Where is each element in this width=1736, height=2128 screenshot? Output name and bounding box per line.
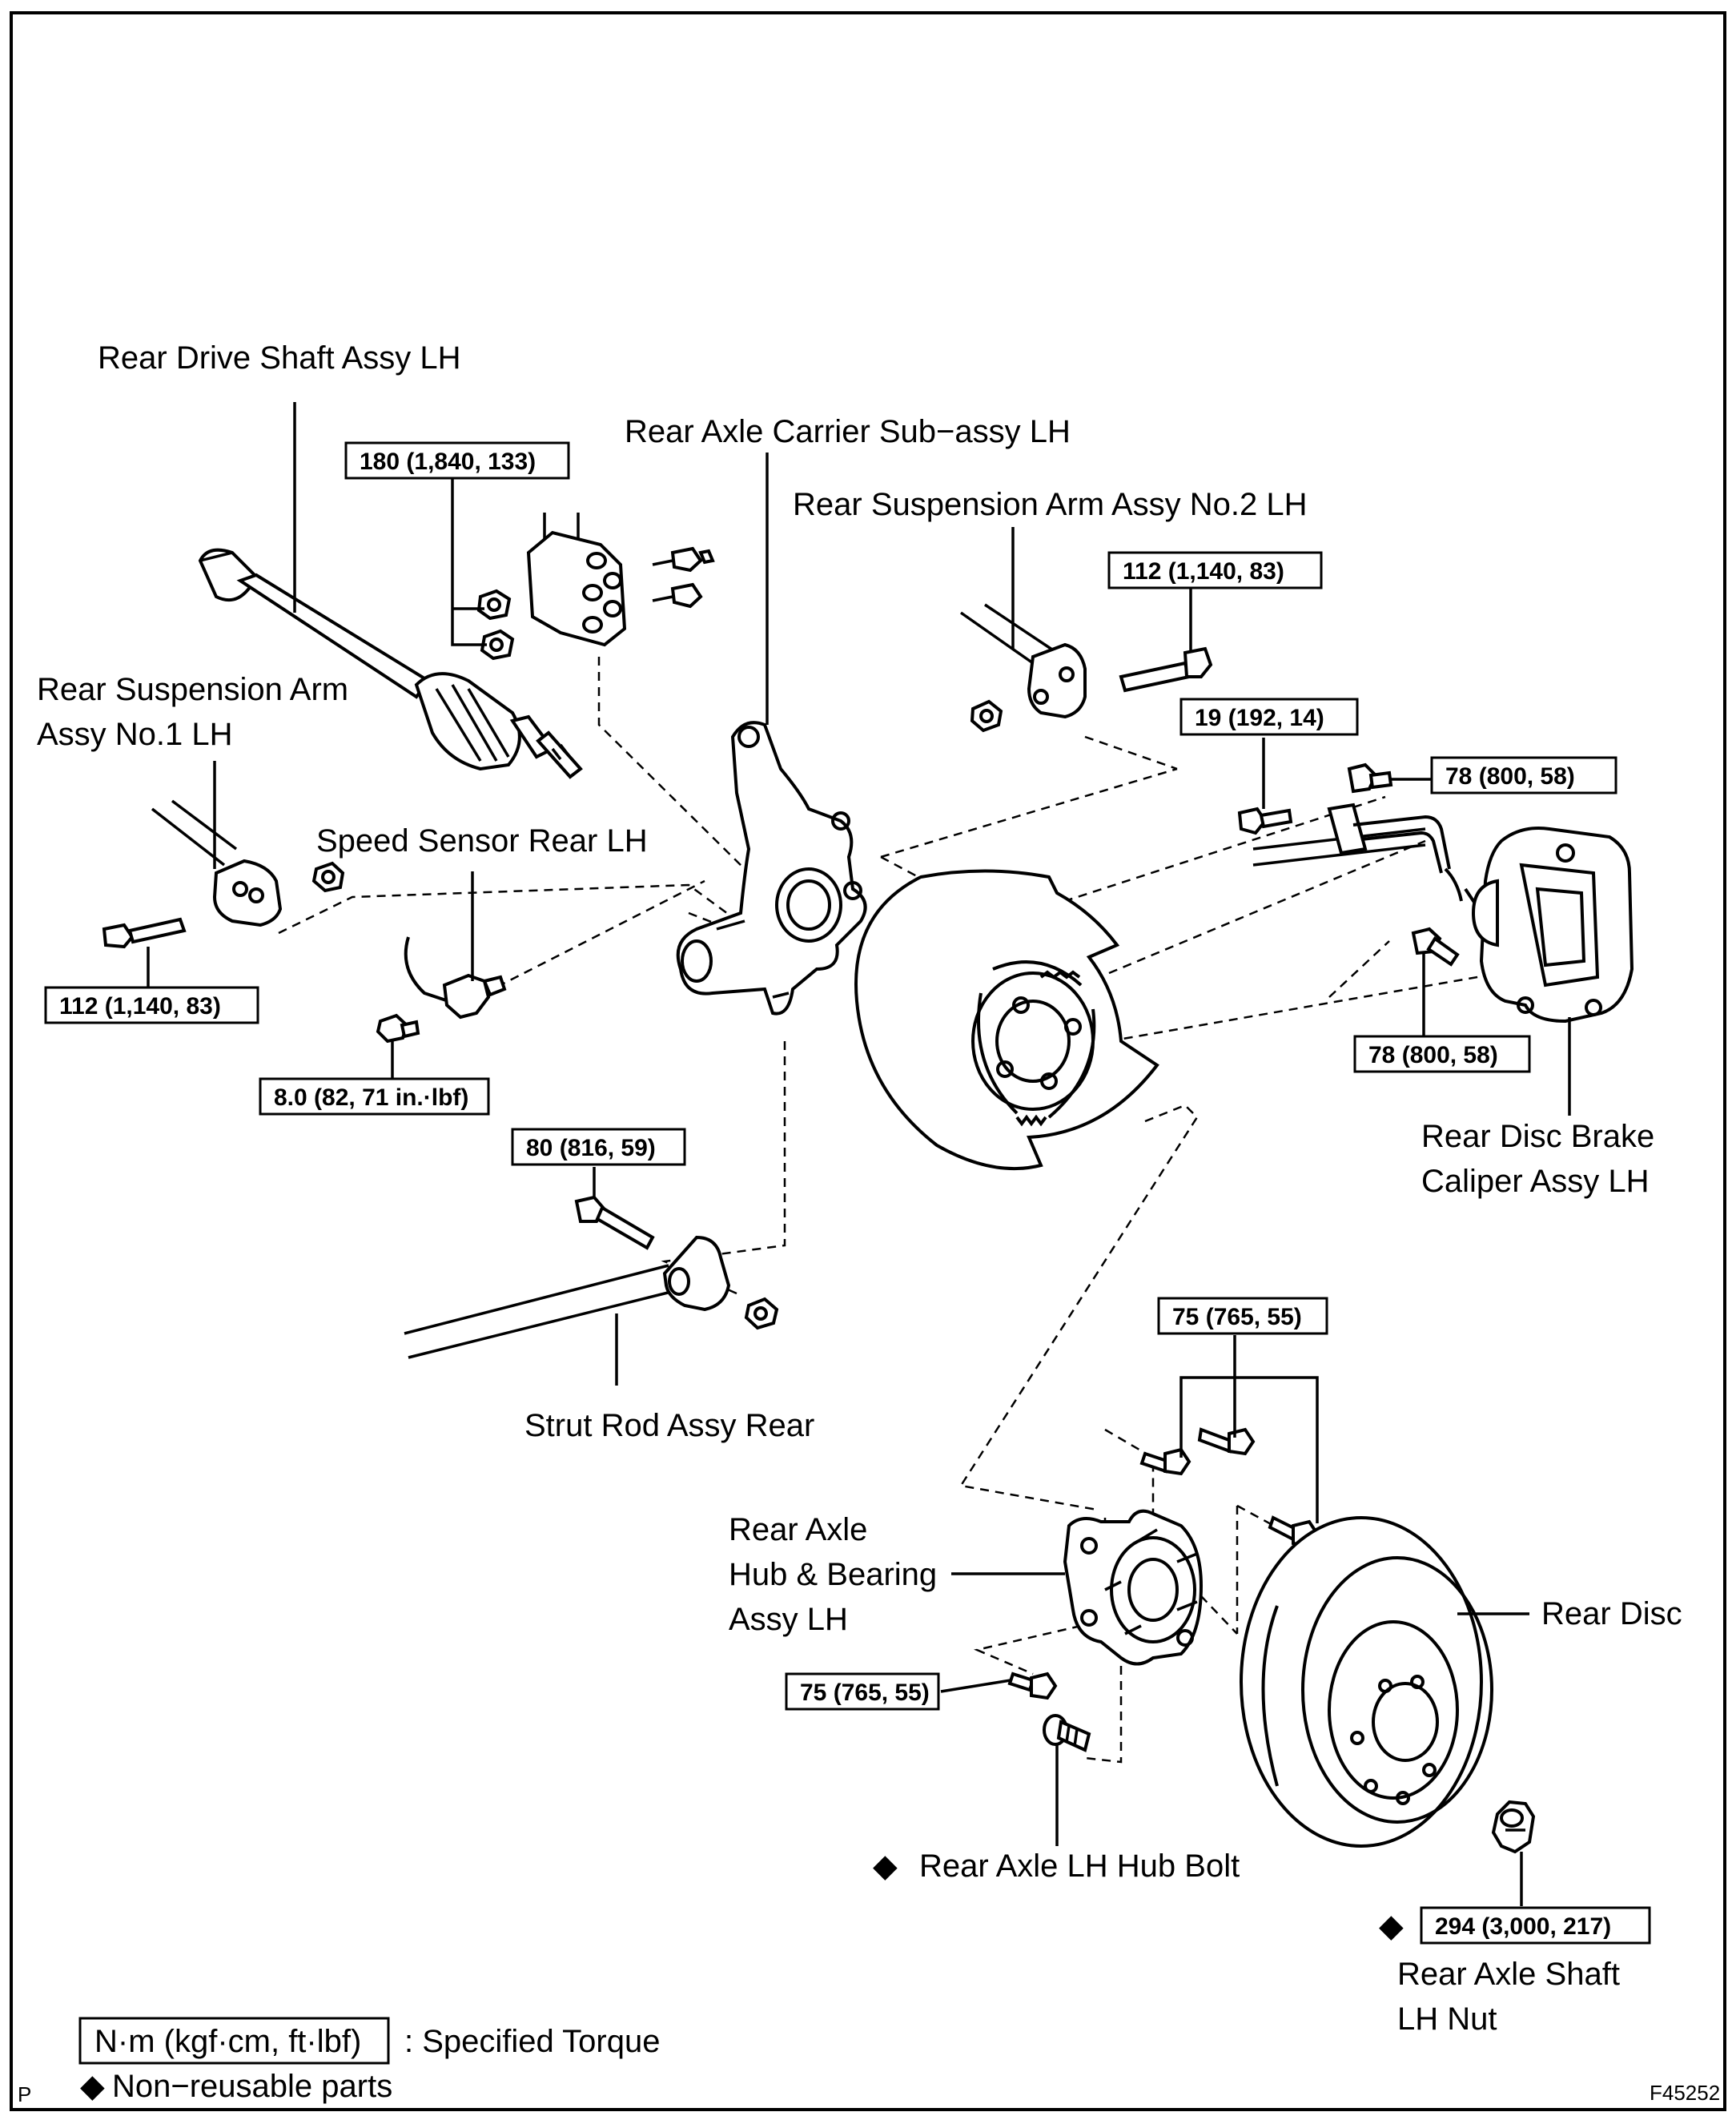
rear-suspension-arm-no1-part bbox=[151, 799, 345, 927]
label-hub-bolt: Rear Axle LH Hub Bolt bbox=[919, 1848, 1240, 1884]
legend-nonreusable: Non−reusable parts bbox=[112, 2069, 392, 2104]
strut-rod-part bbox=[404, 1235, 779, 1359]
legend: N·m (kgf·cm, ft·lbf) : Specified Torque … bbox=[78, 2017, 660, 2104]
label-rear-suspension-arm-no1-line1: Rear Suspension Arm bbox=[37, 672, 348, 707]
label-rear-suspension-arm-no2: Rear Suspension Arm Assy No.2 LH bbox=[793, 487, 1308, 522]
rear-disc-part bbox=[1240, 1516, 1493, 1848]
arm-no1-bolt bbox=[102, 917, 187, 949]
torque-112-arm2: 112 (1,140, 83) bbox=[1123, 558, 1284, 585]
torque-112-arm1: 112 (1,140, 83) bbox=[59, 993, 221, 1020]
label-rear-drive-shaft: Rear Drive Shaft Assy LH bbox=[98, 340, 461, 376]
axle-shaft-nut-part bbox=[1491, 1800, 1536, 1854]
legend-diamond: ◆ bbox=[80, 2069, 105, 2104]
rear-axle-carrier-part bbox=[676, 721, 867, 1016]
torque-78-bottom: 78 (800, 58) bbox=[1368, 1042, 1498, 1068]
corner-left-mark: P bbox=[18, 2082, 31, 2106]
hub-bearing-part bbox=[1063, 1509, 1204, 1666]
hub-stud-part bbox=[1043, 1714, 1091, 1752]
torque-80: 80 (816, 59) bbox=[526, 1135, 656, 1161]
label-hub-line3: Assy LH bbox=[729, 1602, 848, 1637]
torque-75-top: 75 (765, 55) bbox=[1172, 1304, 1302, 1330]
label-strut-rod: Strut Rod Assy Rear bbox=[524, 1408, 814, 1443]
caliper-bolt-lower bbox=[1411, 927, 1460, 967]
label-speed-sensor: Speed Sensor Rear LH bbox=[316, 823, 648, 859]
arm-no2-bolt bbox=[1119, 646, 1213, 693]
torque-8: 8.0 (82, 71 in.·lbf) bbox=[274, 1084, 468, 1111]
torque-19: 19 (192, 14) bbox=[1195, 705, 1324, 731]
label-rear-axle-carrier: Rear Axle Carrier Sub−assy LH bbox=[625, 414, 1071, 449]
rear-suspension-arm-no2-part bbox=[959, 603, 1087, 733]
label-caliper-line2: Caliper Assy LH bbox=[1421, 1164, 1650, 1199]
label-caliper-line1: Rear Disc Brake bbox=[1421, 1119, 1654, 1154]
legend-torque-unit: N·m (kgf·cm, ft·lbf) bbox=[94, 2024, 361, 2059]
part-labels: Rear Drive Shaft Assy LH Rear Axle Carri… bbox=[37, 340, 1682, 2037]
strut-rod-bolt bbox=[574, 1195, 655, 1250]
hub-bolts bbox=[1007, 1427, 1320, 1700]
brake-caliper-part bbox=[1471, 827, 1634, 1024]
torque-boxes: 180 (1,840, 133) 112 (1,140, 83) 19 (192… bbox=[44, 441, 1651, 1945]
diagram-frame bbox=[10, 11, 1726, 2111]
label-rear-suspension-arm-no1-line2: Assy No.1 LH bbox=[37, 717, 233, 752]
label-hub-line2: Hub & Bearing bbox=[729, 1557, 937, 1592]
rear-drive-shaft-part bbox=[198, 548, 583, 779]
torque-78-top: 78 (800, 58) bbox=[1445, 763, 1575, 790]
label-shaft-nut-line1: Rear Axle Shaft bbox=[1397, 1957, 1620, 1992]
diamond-shaft-nut: ◆ bbox=[1379, 1909, 1404, 1944]
brake-hose-part bbox=[1237, 762, 1483, 915]
figure-code: F45252 bbox=[1650, 2081, 1720, 2105]
torque-180: 180 (1,840, 133) bbox=[360, 449, 536, 475]
leader-lines bbox=[147, 402, 1571, 1906]
label-hub-line1: Rear Axle bbox=[729, 1512, 867, 1547]
bracket-bolts bbox=[476, 546, 715, 661]
legend-torque-desc: : Specified Torque bbox=[404, 2024, 660, 2059]
diamond-hub-bolt: ◆ bbox=[873, 1848, 898, 1884]
speed-sensor-part bbox=[376, 936, 507, 1044]
strut-bracket-part bbox=[526, 513, 627, 647]
label-rear-disc: Rear Disc bbox=[1541, 1596, 1682, 1631]
label-shaft-nut-line2: LH Nut bbox=[1397, 2001, 1497, 2037]
torque-294: 294 (3,000, 217) bbox=[1435, 1913, 1611, 1940]
torque-75-left: 75 (765, 55) bbox=[800, 1679, 930, 1706]
backing-plate-part bbox=[854, 869, 1159, 1171]
